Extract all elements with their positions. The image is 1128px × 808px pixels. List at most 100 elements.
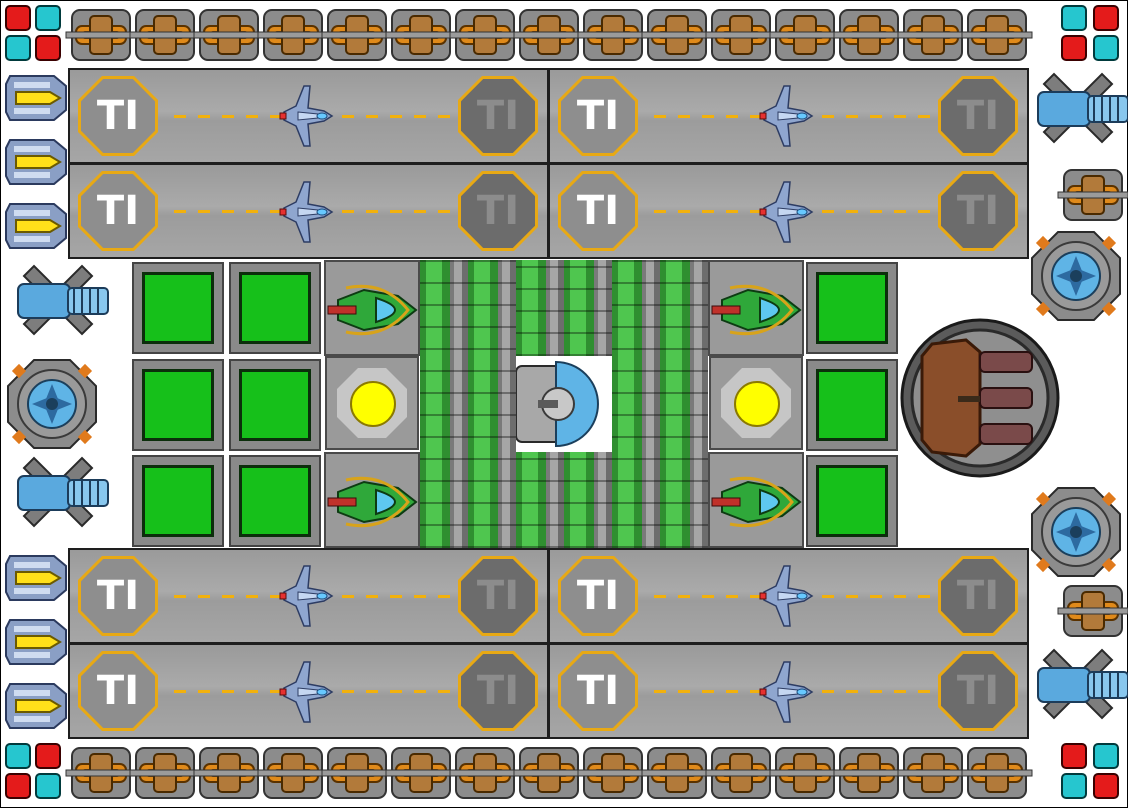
hangar-pad-icon: TI bbox=[458, 171, 538, 251]
gun-turret-icon bbox=[449, 747, 521, 799]
fighter-jet-icon bbox=[279, 85, 333, 147]
gun-turret-icon bbox=[961, 9, 1033, 61]
hangar-pad-icon: TI bbox=[78, 76, 158, 156]
hangar-pad-icon: TI bbox=[938, 651, 1018, 731]
fighter-jet-icon bbox=[759, 181, 813, 243]
hangar-bay[interactable]: TI TI bbox=[548, 163, 1029, 259]
gun-turret-icon bbox=[65, 747, 137, 799]
hangar-bay[interactable]: TI TI bbox=[548, 68, 1029, 164]
gun-turret-icon bbox=[897, 9, 969, 61]
gun-turret-icon bbox=[385, 9, 457, 61]
cargo-container-icon[interactable] bbox=[229, 455, 321, 547]
missile-launcher-icon bbox=[5, 683, 67, 729]
gun-turret-icon bbox=[833, 747, 905, 799]
green-pipe-cluster-icon bbox=[612, 260, 708, 548]
command-core-icon bbox=[515, 360, 599, 448]
cargo-container-icon[interactable] bbox=[132, 455, 224, 547]
cargo-container-icon[interactable] bbox=[806, 359, 898, 451]
radar-dish-icon bbox=[1031, 231, 1121, 321]
dock-bay[interactable] bbox=[324, 452, 420, 548]
hangar-pad-icon: TI bbox=[458, 651, 538, 731]
fighter-jet-icon bbox=[279, 661, 333, 723]
missile-launcher-icon bbox=[5, 619, 67, 665]
hangar-pad-icon: TI bbox=[938, 171, 1018, 251]
gun-turret-icon bbox=[705, 747, 777, 799]
hangar-pad-icon: TI bbox=[558, 651, 638, 731]
radar-dish-icon bbox=[1031, 487, 1121, 577]
hangar-pad-icon: TI bbox=[938, 556, 1018, 636]
gun-turret-icon bbox=[193, 747, 265, 799]
hangar-pad-icon: TI bbox=[78, 171, 158, 251]
signal-light-icon bbox=[1061, 743, 1119, 799]
gun-turret-icon bbox=[257, 747, 329, 799]
reactor-core-icon[interactable] bbox=[709, 356, 803, 450]
cargo-container-icon[interactable] bbox=[229, 262, 321, 354]
missile-launcher-icon bbox=[5, 139, 67, 185]
gun-turret-icon bbox=[513, 9, 585, 61]
green-pipe-cluster-icon bbox=[516, 260, 612, 356]
gun-turret-icon bbox=[321, 9, 393, 61]
cargo-container-icon[interactable] bbox=[132, 262, 224, 354]
hangar-pad-icon: TI bbox=[78, 651, 158, 731]
gatling-turret-icon bbox=[1037, 649, 1128, 719]
gun-turret-icon bbox=[897, 747, 969, 799]
gun-turret-icon bbox=[449, 9, 521, 61]
gun-turret-icon bbox=[1057, 585, 1128, 637]
gun-turret-icon bbox=[513, 747, 585, 799]
gun-turret-icon bbox=[385, 747, 457, 799]
fighter-jet-icon bbox=[759, 85, 813, 147]
missile-launcher-icon bbox=[5, 203, 67, 249]
green-fighter-icon bbox=[326, 284, 418, 336]
hangar-pad-icon: TI bbox=[78, 556, 158, 636]
command-module[interactable] bbox=[515, 356, 612, 452]
cargo-container-icon[interactable] bbox=[229, 359, 321, 451]
cargo-container-icon[interactable] bbox=[806, 455, 898, 547]
gun-turret-icon bbox=[769, 9, 841, 61]
green-pipe-cluster-icon bbox=[420, 260, 516, 548]
gun-turret-icon bbox=[961, 747, 1033, 799]
gun-turret-icon bbox=[65, 9, 137, 61]
dock-bay[interactable] bbox=[708, 260, 804, 356]
hangar-pad-icon: TI bbox=[458, 76, 538, 156]
missile-launcher-icon bbox=[5, 75, 67, 121]
green-fighter-icon bbox=[326, 476, 418, 528]
reactor-core-icon[interactable] bbox=[325, 356, 419, 450]
gun-turret-icon bbox=[705, 9, 777, 61]
gun-turret-icon bbox=[257, 9, 329, 61]
signal-light-icon bbox=[1061, 5, 1119, 61]
gun-turret-icon bbox=[833, 9, 905, 61]
green-fighter-icon bbox=[710, 284, 802, 336]
gun-turret-icon bbox=[129, 747, 201, 799]
dock-bay[interactable] bbox=[324, 260, 420, 356]
missile-launcher-icon bbox=[5, 555, 67, 601]
gun-turret-icon bbox=[321, 747, 393, 799]
gun-turret-icon bbox=[577, 747, 649, 799]
gun-turret-icon bbox=[577, 9, 649, 61]
gatling-turret-icon bbox=[17, 457, 109, 527]
green-fighter-icon bbox=[710, 476, 802, 528]
signal-light-icon bbox=[5, 5, 61, 61]
hangar-pad-icon: TI bbox=[558, 556, 638, 636]
gun-turret-icon bbox=[129, 9, 201, 61]
gun-turret-icon bbox=[641, 9, 713, 61]
green-pipe-cluster-icon bbox=[516, 452, 612, 548]
signal-light-icon bbox=[5, 743, 61, 799]
hangar-pad-icon: TI bbox=[558, 171, 638, 251]
gun-turret-icon bbox=[769, 747, 841, 799]
gun-turret-icon bbox=[641, 747, 713, 799]
fighter-jet-icon bbox=[279, 181, 333, 243]
hangar-pad-icon: TI bbox=[938, 76, 1018, 156]
hangar-pad-icon: TI bbox=[458, 556, 538, 636]
dock-bay[interactable] bbox=[708, 452, 804, 548]
gatling-turret-icon bbox=[17, 265, 109, 335]
cargo-container-icon[interactable] bbox=[132, 359, 224, 451]
gatling-turret-icon bbox=[1037, 73, 1128, 143]
gun-turret-icon bbox=[193, 9, 265, 61]
fighter-jet-icon bbox=[759, 661, 813, 723]
heavy-cannon-icon bbox=[900, 318, 1060, 478]
radar-dish-icon bbox=[7, 359, 97, 449]
hangar-bay[interactable]: TI TI bbox=[548, 548, 1029, 644]
cargo-container-icon[interactable] bbox=[806, 262, 898, 354]
